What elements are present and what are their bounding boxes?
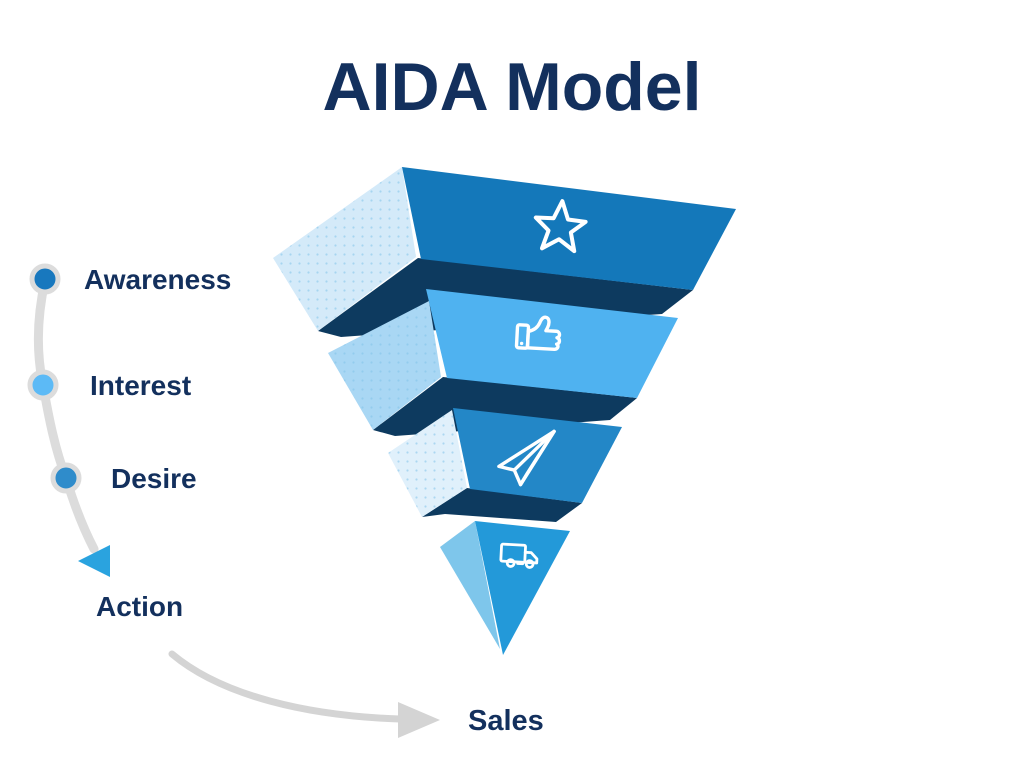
interest-dot-marker <box>27 369 59 401</box>
thumbs-up-icon <box>514 315 562 351</box>
funnel-layer3-side-texture <box>388 410 467 517</box>
funnel-layer3-underside <box>422 488 582 522</box>
stage-label-desire: Desire <box>111 463 197 494</box>
awareness-dot-marker <box>29 263 61 295</box>
stage-connector-line <box>33 276 99 554</box>
stage-label-action: Action <box>96 591 184 622</box>
thumb-cuff-dot <box>519 341 524 346</box>
star-icon <box>533 199 588 254</box>
delivery-truck-icon <box>499 542 539 569</box>
page-title: AIDA Model <box>322 49 702 125</box>
funnel-layer4-side-face <box>440 521 500 649</box>
outcome-label-sales: Sales <box>468 705 544 737</box>
paper-plane-icon <box>497 429 556 487</box>
stage-label-interest: Interest <box>90 370 192 401</box>
funnel-layer2-side-texture <box>328 301 441 430</box>
action-triangle-marker <box>78 545 110 577</box>
sales-arrow-line <box>168 650 404 723</box>
desire-dot-marker <box>50 462 82 494</box>
stage-label-awareness: Awareness <box>84 264 232 295</box>
funnel-layer1-side-texture <box>273 167 416 331</box>
sales-arrow-head-icon <box>398 702 440 738</box>
funnel-layer4-front-face <box>475 521 570 655</box>
funnel-layer1-front-face <box>402 167 736 290</box>
funnel-layer2-front-face <box>426 289 678 398</box>
